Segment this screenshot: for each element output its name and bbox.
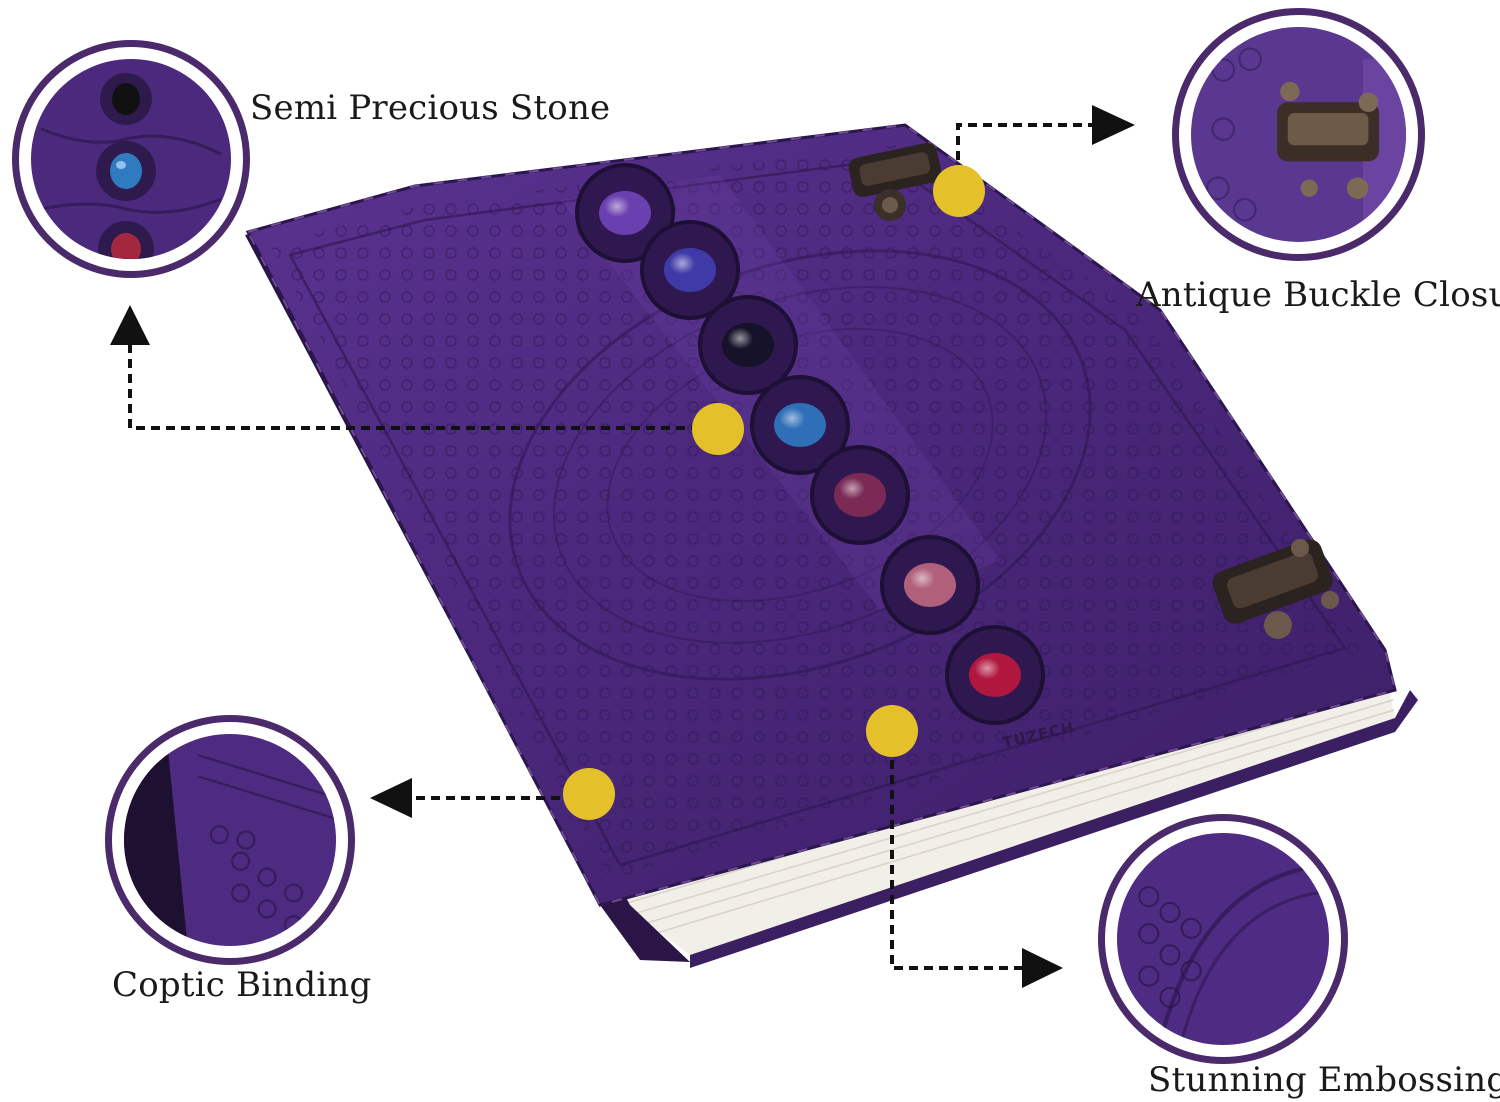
marker-buckle	[933, 165, 985, 217]
marker-binding	[563, 768, 615, 820]
gem-shine	[599, 191, 651, 235]
semi-precious-stones	[575, 163, 1045, 725]
zoom-binding	[105, 715, 355, 965]
marker-embossing	[866, 705, 918, 757]
zoom-embossing	[1098, 814, 1348, 1064]
gem-shine	[969, 653, 1021, 697]
embossing-label: Stunning Embossing	[1148, 1060, 1500, 1100]
buckle-label: Antique Buckle Closure	[1136, 275, 1500, 315]
arrow-up-icon	[110, 305, 150, 345]
buckle-bottom	[1212, 539, 1339, 639]
binding-label: Coptic Binding	[112, 965, 372, 1005]
zoom-buckle	[1172, 8, 1425, 261]
arrow-right-icon	[1092, 105, 1135, 145]
gem-shine	[664, 248, 716, 292]
buckle-top	[848, 142, 942, 221]
arrow-left-icon	[370, 778, 412, 818]
arrow-right-icon	[1022, 948, 1063, 988]
gem-shine	[722, 323, 774, 367]
gem-shine	[904, 563, 956, 607]
gem-shine	[834, 473, 886, 517]
stone-label: Semi Precious Stone	[250, 88, 611, 128]
marker-stone	[692, 403, 744, 455]
gem-shine	[774, 403, 826, 447]
zoom-stones	[12, 40, 250, 278]
